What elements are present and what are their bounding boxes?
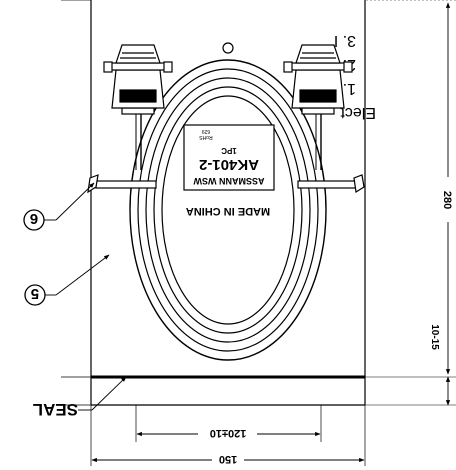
- d-sub-connector-right-icon: [103, 44, 173, 115]
- label-rohs-code: 629: [202, 128, 211, 134]
- callout-6: 6: [23, 182, 95, 231]
- dimension-height-value: 280: [441, 191, 453, 209]
- dimension-seal-offset-value: 10-15: [429, 324, 440, 350]
- bag-outline: [61, 0, 366, 406]
- dimension-seal-offset: 10-15: [365, 324, 456, 406]
- note-item-3: 3. I: [334, 32, 356, 49]
- hang-hole-icon: [222, 42, 234, 54]
- callout-5: 5: [24, 254, 110, 306]
- dimension-inner-width: 120±10: [135, 405, 322, 442]
- notes-heading: Elect: [340, 104, 376, 121]
- label-brand: ASSMANN WSW: [193, 176, 264, 186]
- callout-5-number: 5: [31, 285, 39, 302]
- label-part-number: AK401-2: [199, 156, 259, 173]
- product-label: ASSMANN WSW AK401-2 1PC RoHS 629: [183, 124, 275, 191]
- seal-label: SEAL: [33, 400, 78, 419]
- cable-coil-icon: [129, 59, 327, 361]
- seal-callout: SEAL: [33, 376, 127, 419]
- dimension-inner-width-value: 120±10: [210, 427, 247, 439]
- label-quantity: 1PC: [221, 146, 237, 155]
- label-rohs: RoHS: [199, 134, 213, 140]
- dimension-overall-width-value: 150: [219, 453, 237, 465]
- d-sub-connector-left-icon: [283, 44, 353, 115]
- made-in-text: MADE IN CHINA: [186, 205, 270, 217]
- dimension-overall-width: 150: [90, 405, 366, 466]
- dimension-height: 280: [365, 0, 456, 375]
- callout-6-number: 6: [30, 210, 38, 227]
